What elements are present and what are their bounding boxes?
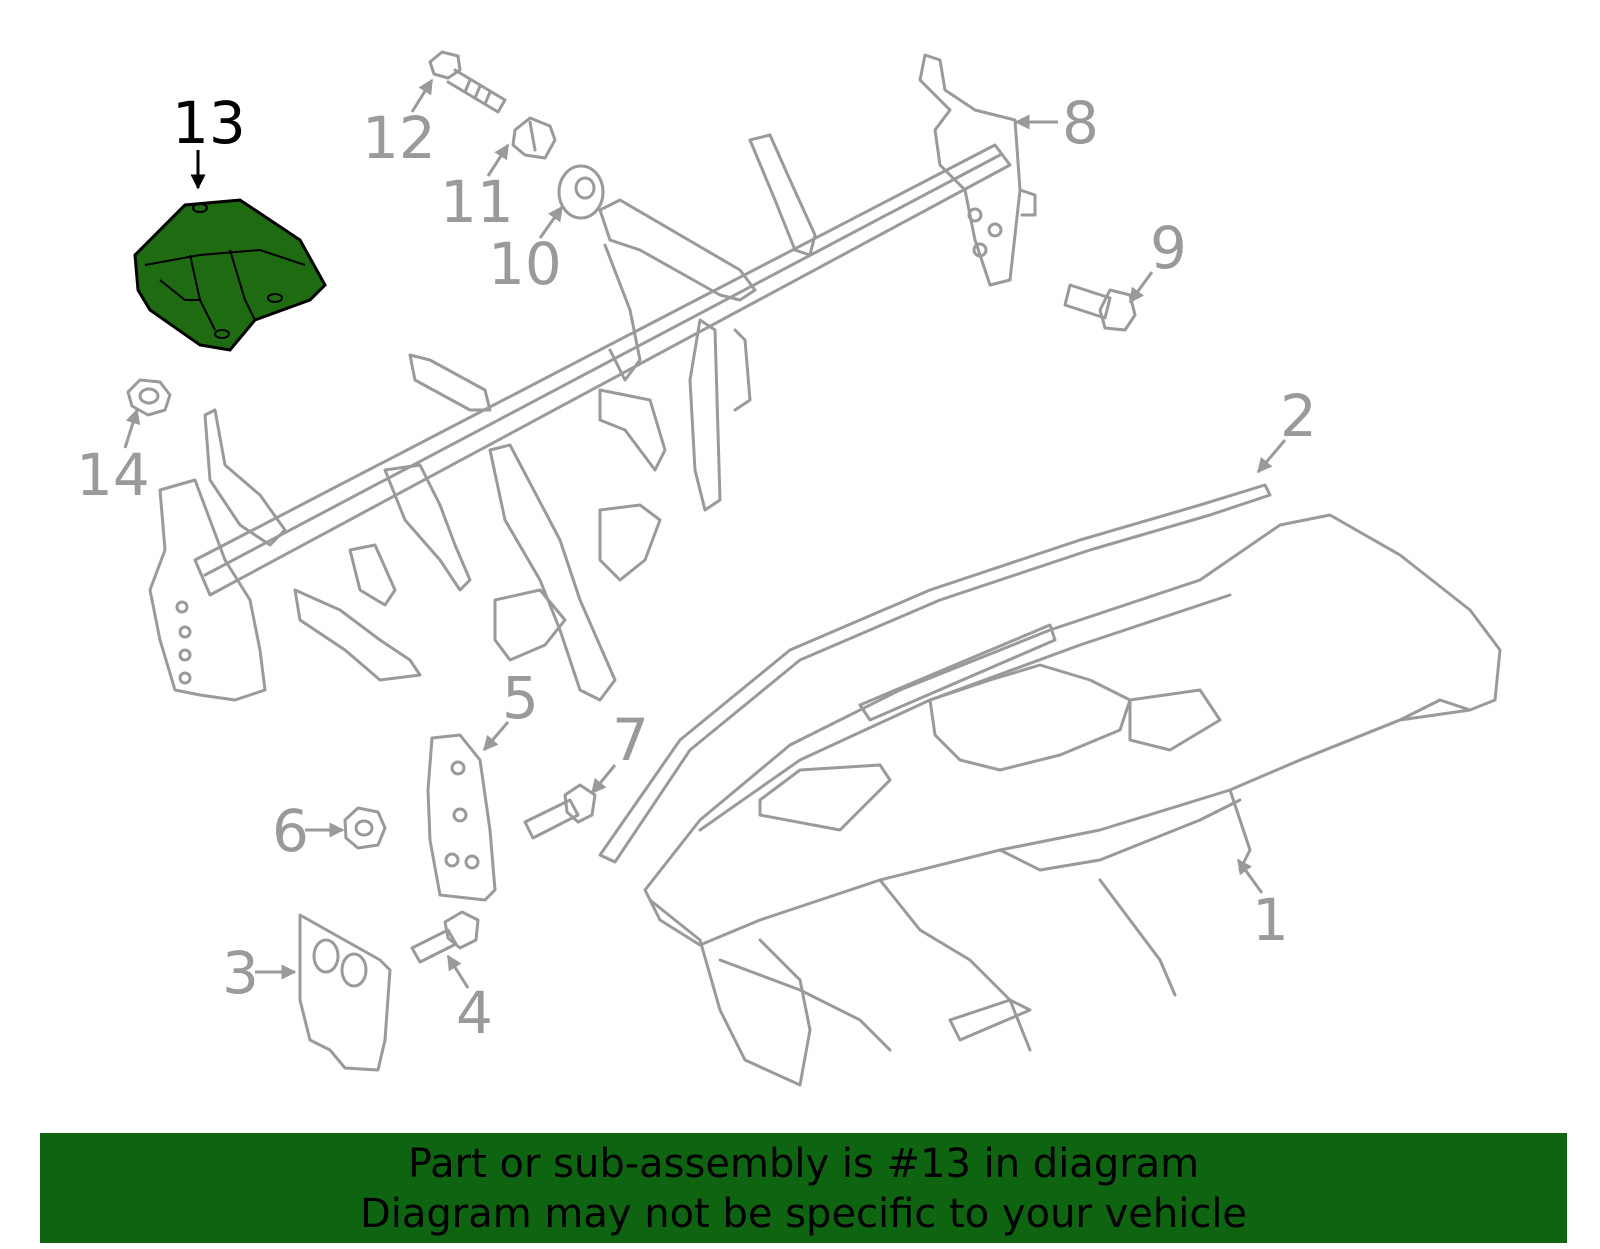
part-9-bolt	[1063, 283, 1137, 332]
callout-4[interactable]: 4	[456, 979, 493, 1047]
callout-3[interactable]: 3	[222, 939, 259, 1007]
callout-8[interactable]: 8	[1062, 89, 1099, 157]
part-2-trim-strip	[598, 483, 1272, 864]
part-10-grommet	[557, 164, 605, 220]
leader-5	[482, 721, 510, 752]
callout-13[interactable]: 13	[172, 89, 246, 157]
part-11-clip	[511, 116, 557, 160]
leader-7	[590, 764, 617, 795]
part-14-nut	[126, 378, 172, 417]
part-12-bolt	[428, 50, 507, 114]
leader-14	[123, 408, 141, 449]
callout-2[interactable]: 2	[1280, 382, 1317, 450]
leader-4	[446, 954, 470, 989]
callout-10[interactable]: 10	[488, 230, 562, 298]
callout-1[interactable]: 1	[1252, 886, 1289, 954]
leader-9	[1128, 271, 1154, 304]
leader-10	[538, 205, 564, 239]
part-4-bolt	[410, 910, 480, 964]
callout-6[interactable]: 6	[272, 797, 309, 865]
banner-line-2: Diagram may not be specific to your vehi…	[359, 1191, 1248, 1237]
info-banner: Part or sub-assembly is #13 in diagram D…	[40, 1133, 1567, 1243]
part-5-bracket	[426, 733, 497, 902]
leader-12	[410, 78, 434, 113]
leader-1	[1236, 858, 1264, 894]
part-7-bolt	[523, 783, 597, 840]
leader-11	[486, 143, 510, 177]
callout-12[interactable]: 12	[362, 104, 436, 172]
callout-11[interactable]: 11	[440, 168, 514, 236]
part-6-nut	[343, 806, 387, 850]
part-1-instrument-panel	[643, 513, 1502, 1087]
callout-7[interactable]: 7	[612, 706, 649, 774]
leader-2	[1256, 439, 1287, 474]
banner-line-1: Part or sub-assembly is #13 in diagram	[407, 1141, 1200, 1187]
cross-car-beam	[148, 133, 1012, 702]
part-8-bracket	[918, 53, 1037, 287]
callout-5[interactable]: 5	[502, 664, 539, 732]
part-3-plate	[298, 913, 392, 1072]
part-13-bracket-highlighted[interactable]	[133, 198, 327, 352]
callout-14[interactable]: 14	[76, 441, 150, 509]
callout-9[interactable]: 9	[1150, 214, 1187, 282]
